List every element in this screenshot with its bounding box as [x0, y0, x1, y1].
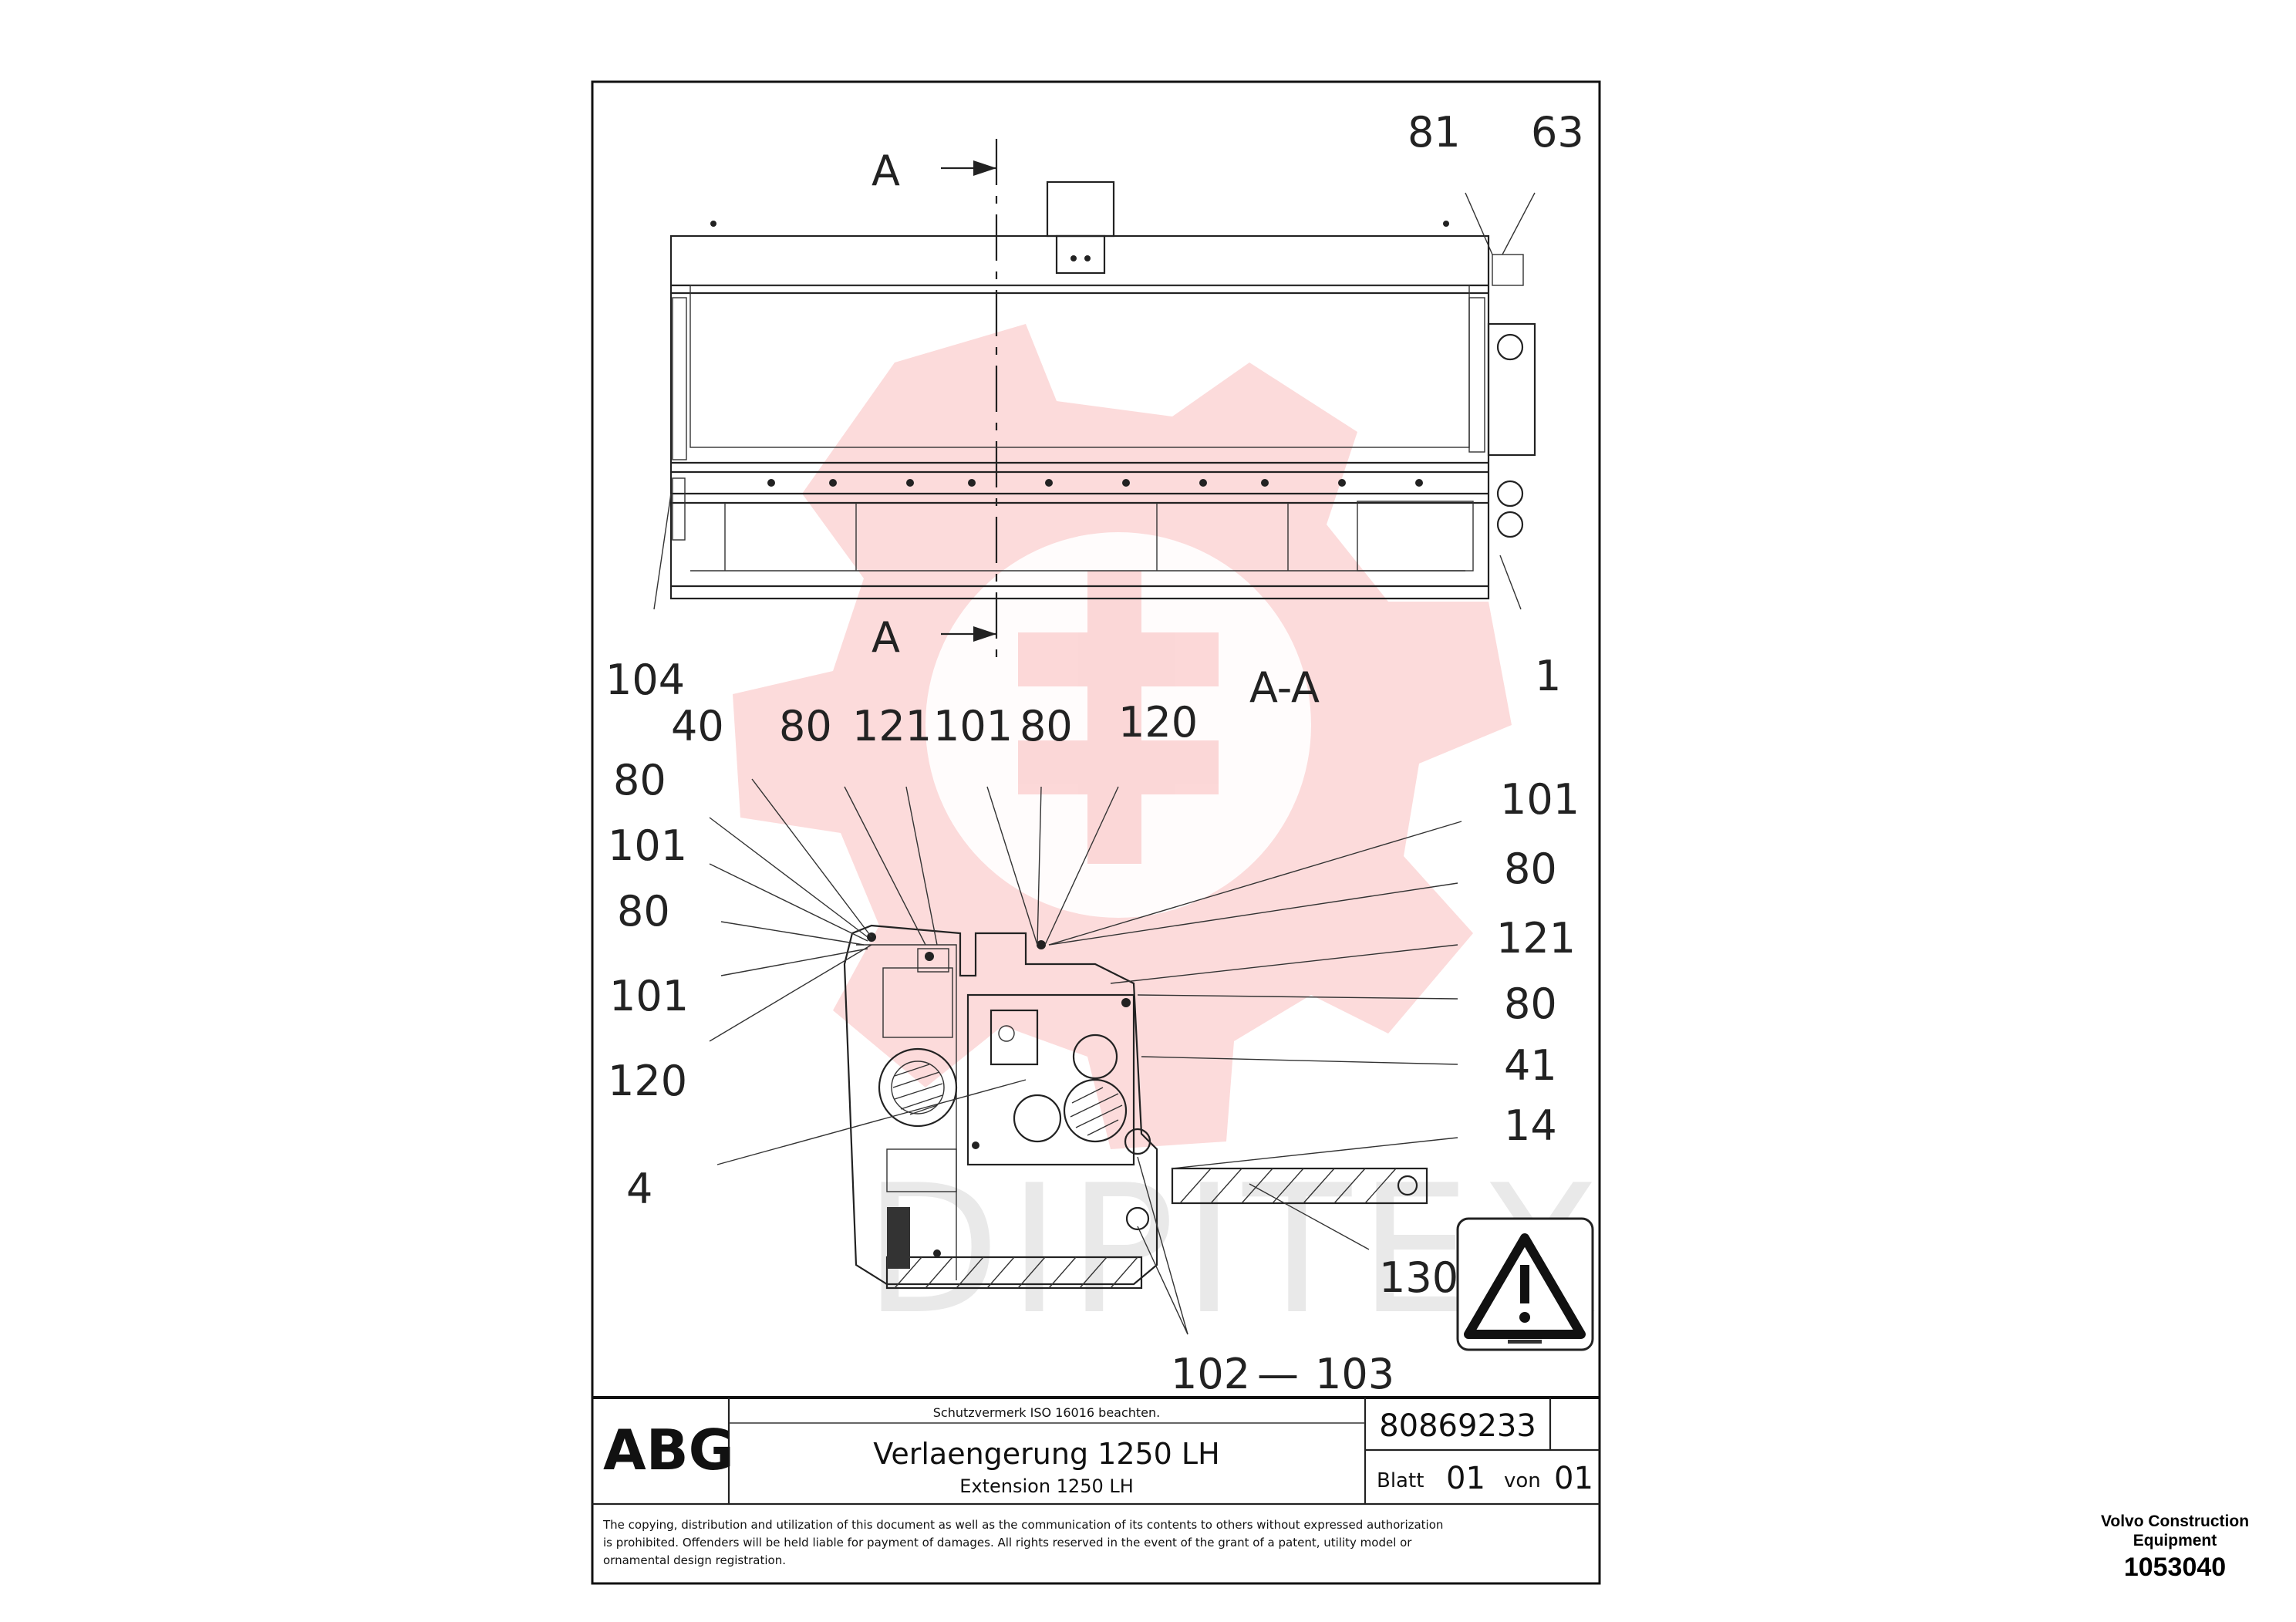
sheet-label: Blatt [1377, 1469, 1424, 1492]
callout-left-101b: 101 [609, 972, 689, 1020]
part-code: 1053040 [2123, 1553, 2227, 1582]
section-marker-top: A [872, 147, 900, 195]
copyright-line-1: The copying, distribution and utilizatio… [602, 1518, 1443, 1532]
callout-81: 81 [1408, 108, 1461, 157]
callout-63: 63 [1531, 108, 1584, 157]
callout-upper-80a: 80 [779, 702, 832, 750]
drawing-title: Verlaengerung 1250 LH [873, 1437, 1219, 1471]
callout-left-4: 4 [626, 1165, 652, 1213]
callout-right-14: 14 [1504, 1101, 1557, 1150]
callout-130: 130 [1379, 1253, 1458, 1302]
callout-right-101: 101 [1500, 775, 1580, 824]
top-view [653, 139, 1536, 663]
drawing-subtitle: Extension 1250 LH [959, 1475, 1134, 1497]
brand-line-2: Equipment [2132, 1532, 2217, 1549]
callout-upper-120: 120 [1118, 698, 1198, 747]
callout-right-80a: 80 [1504, 845, 1557, 893]
callout-left-120: 120 [608, 1057, 687, 1105]
callout-right-121: 121 [1496, 914, 1576, 963]
callout-upper-101: 101 [933, 702, 1013, 750]
sheet-number: 01 [1446, 1461, 1485, 1496]
section-title: A-A [1249, 663, 1320, 712]
callout-upper-80b: 80 [1020, 702, 1073, 750]
copyright-line-3: ornamental design registration. [603, 1553, 786, 1567]
callout-upper-40: 40 [671, 702, 724, 750]
copyright-line-2: is prohibited. Offenders will be held li… [603, 1536, 1412, 1549]
brand-line-1: Volvo Construction [2100, 1512, 2250, 1530]
callout-1: 1 [1535, 652, 1561, 700]
section-view [709, 778, 1462, 1335]
callout-left-80b: 80 [617, 887, 670, 936]
callouts: A A A-A 81 63 104 1 40 80 121 101 80 120… [605, 108, 1584, 1398]
protection-note: Schutzvermerk ISO 16016 beachten. [933, 1405, 1161, 1420]
callout-104: 104 [605, 656, 685, 704]
section-marker-bottom: A [872, 613, 900, 662]
drawing-frame [591, 80, 1601, 1585]
corner-label: Volvo Construction Equipment 1053040 [2082, 1512, 2267, 1584]
drawing-number: 80869233 [1379, 1408, 1536, 1444]
warning-triangle-icon [1456, 1217, 1594, 1351]
callout-102: 102 [1171, 1350, 1250, 1398]
callout-upper-121: 121 [852, 702, 932, 750]
of-label: von [1504, 1469, 1541, 1492]
callout-separator: — [1257, 1350, 1299, 1398]
callout-right-41: 41 [1504, 1041, 1557, 1090]
callout-right-80b: 80 [1504, 980, 1557, 1028]
company-logo: ABG [603, 1418, 734, 1482]
callout-left-101a: 101 [608, 821, 687, 870]
title-block: ABG Schutzvermerk ISO 16016 beachten. Ve… [592, 1396, 1600, 1567]
sheet-total: 01 [1554, 1461, 1593, 1496]
watermark-logo-inner [925, 532, 1311, 918]
callout-103: 103 [1315, 1350, 1394, 1398]
callout-left-80a: 80 [613, 756, 666, 804]
